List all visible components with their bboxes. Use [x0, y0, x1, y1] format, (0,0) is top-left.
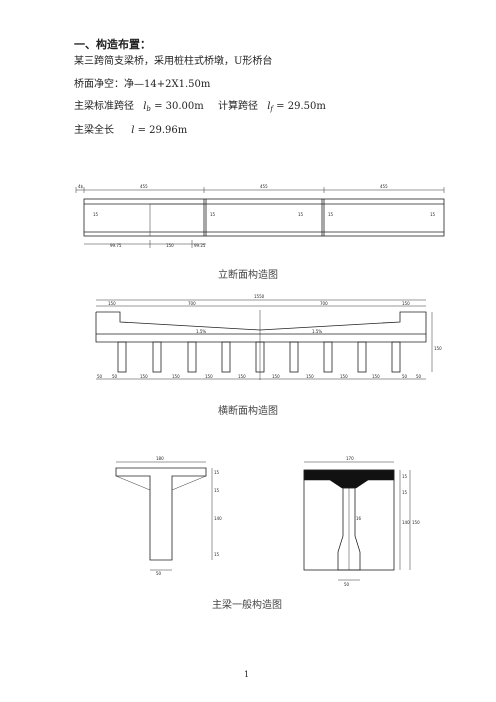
cross-top-part-4: 150 [402, 301, 410, 306]
girder-left-side-1: 15 [214, 470, 220, 475]
cross-bottom-dim-12: 50 [416, 374, 422, 379]
girder-left-drawing: 180 15 15 140 15 50 [115, 456, 222, 576]
calc-span-line: 计算跨径 lf = 29.50m [218, 97, 326, 113]
elev-bottom-dim-3: 99.25 [194, 243, 206, 248]
total-label: 主梁全长 [74, 125, 114, 136]
cross-top-part-3: 700 [320, 301, 328, 306]
caption-cross-section: 横断面构造图 [218, 406, 278, 417]
cross-section-drawing: 1550 150 700 700 150 1.5% 1.5% 150 50 50… [95, 294, 442, 380]
total-length-line: 主梁全长 l = 29.96m [74, 121, 187, 136]
girder-left-side-2: 15 [214, 488, 220, 493]
total-value: = 29.96m [137, 125, 188, 136]
total-var: l [131, 125, 135, 136]
cross-right-dim: 150 [434, 346, 442, 351]
elev-top-dim-3: 455 [260, 184, 268, 189]
calc-var: l [267, 101, 271, 112]
girder-right-side-1: 15 [402, 474, 408, 479]
cross-bottom-dim-3: 150 [140, 374, 148, 379]
girder-right-drawing: 170 16 15 15 140 150 50 [303, 456, 420, 587]
girder-right-top: 170 [346, 456, 354, 461]
elev-mark-5: 15 [430, 212, 436, 217]
span-line: 主梁标准跨径 lb = 30.00m [74, 97, 204, 113]
slope-right: 1.5% [312, 329, 322, 334]
elev-bottom-dim-2: 150 [166, 243, 174, 248]
girder-left-top: 180 [156, 456, 164, 461]
girder-right-side-2: 15 [402, 490, 408, 495]
cross-bottom-dim-4: 150 [172, 374, 180, 379]
slope-left: 1.5% [196, 329, 206, 334]
caption-elevation: 立断面构造图 [218, 270, 278, 281]
cross-bottom-dim-9: 150 [340, 374, 348, 379]
elev-top-dim-2: 455 [140, 184, 148, 189]
elevation-drawing: 4$ 455 455 455 15 15 15 15 15 99.75 150 … [75, 184, 445, 248]
cross-top-part-2: 700 [188, 301, 196, 306]
cross-bottom-dim-8: 150 [306, 374, 314, 379]
elev-bottom-dim-1: 99.75 [110, 243, 122, 248]
cross-bottom-dim-7: 150 [272, 374, 280, 379]
girder-left-side-4: 15 [214, 552, 220, 557]
caption-girder: 主梁一般构造图 [212, 600, 282, 611]
span-label: 主梁标准跨径 [74, 101, 134, 112]
section-title: 一、构造布置： [74, 38, 151, 51]
cross-bottom-dim-10: 150 [372, 374, 380, 379]
cross-girder-webs [117, 341, 401, 373]
span-value: = 30.00m [154, 101, 204, 112]
deck-clearance: 桥面净空：净—14+2X1.50m [74, 79, 211, 90]
girder-right-inner: 16 [356, 516, 362, 521]
elev-top-dim-4: 455 [380, 184, 388, 189]
page-number: 1 [244, 670, 250, 679]
elev-top-dim-1: 4$ [78, 184, 84, 189]
cross-bottom-dim-11: 50 [402, 374, 408, 379]
girder-right-side-4: 150 [412, 520, 420, 525]
elev-mark-1: 15 [93, 212, 99, 217]
cross-bottom-dim-6: 150 [238, 374, 246, 379]
elev-mark-4: 15 [328, 212, 334, 217]
calc-label: 计算跨径 [218, 101, 258, 112]
span-var: l [143, 101, 147, 112]
girder-right-bottom: 50 [344, 582, 350, 587]
cross-bottom-dim-5: 150 [205, 374, 213, 379]
calc-value: = 29.50m [276, 101, 326, 112]
girder-right-side-3: 140 [402, 520, 410, 525]
cross-top-part-1: 150 [108, 301, 116, 306]
girder-left-side-3: 140 [214, 516, 222, 521]
bridge-description: 某三跨简支梁桥，采用桩柱式桥墩，U形桥台 [74, 56, 273, 67]
girder-left-bottom: 50 [156, 571, 162, 576]
span-sub: b [146, 105, 151, 113]
cross-bottom-dim-1: 50 [97, 374, 103, 379]
elev-mark-2: 15 [210, 212, 216, 217]
cross-bottom-dim-2: 50 [112, 374, 118, 379]
calc-sub: f [270, 105, 273, 113]
elev-mark-3: 15 [298, 212, 304, 217]
cross-top-total: 1550 [254, 294, 265, 299]
